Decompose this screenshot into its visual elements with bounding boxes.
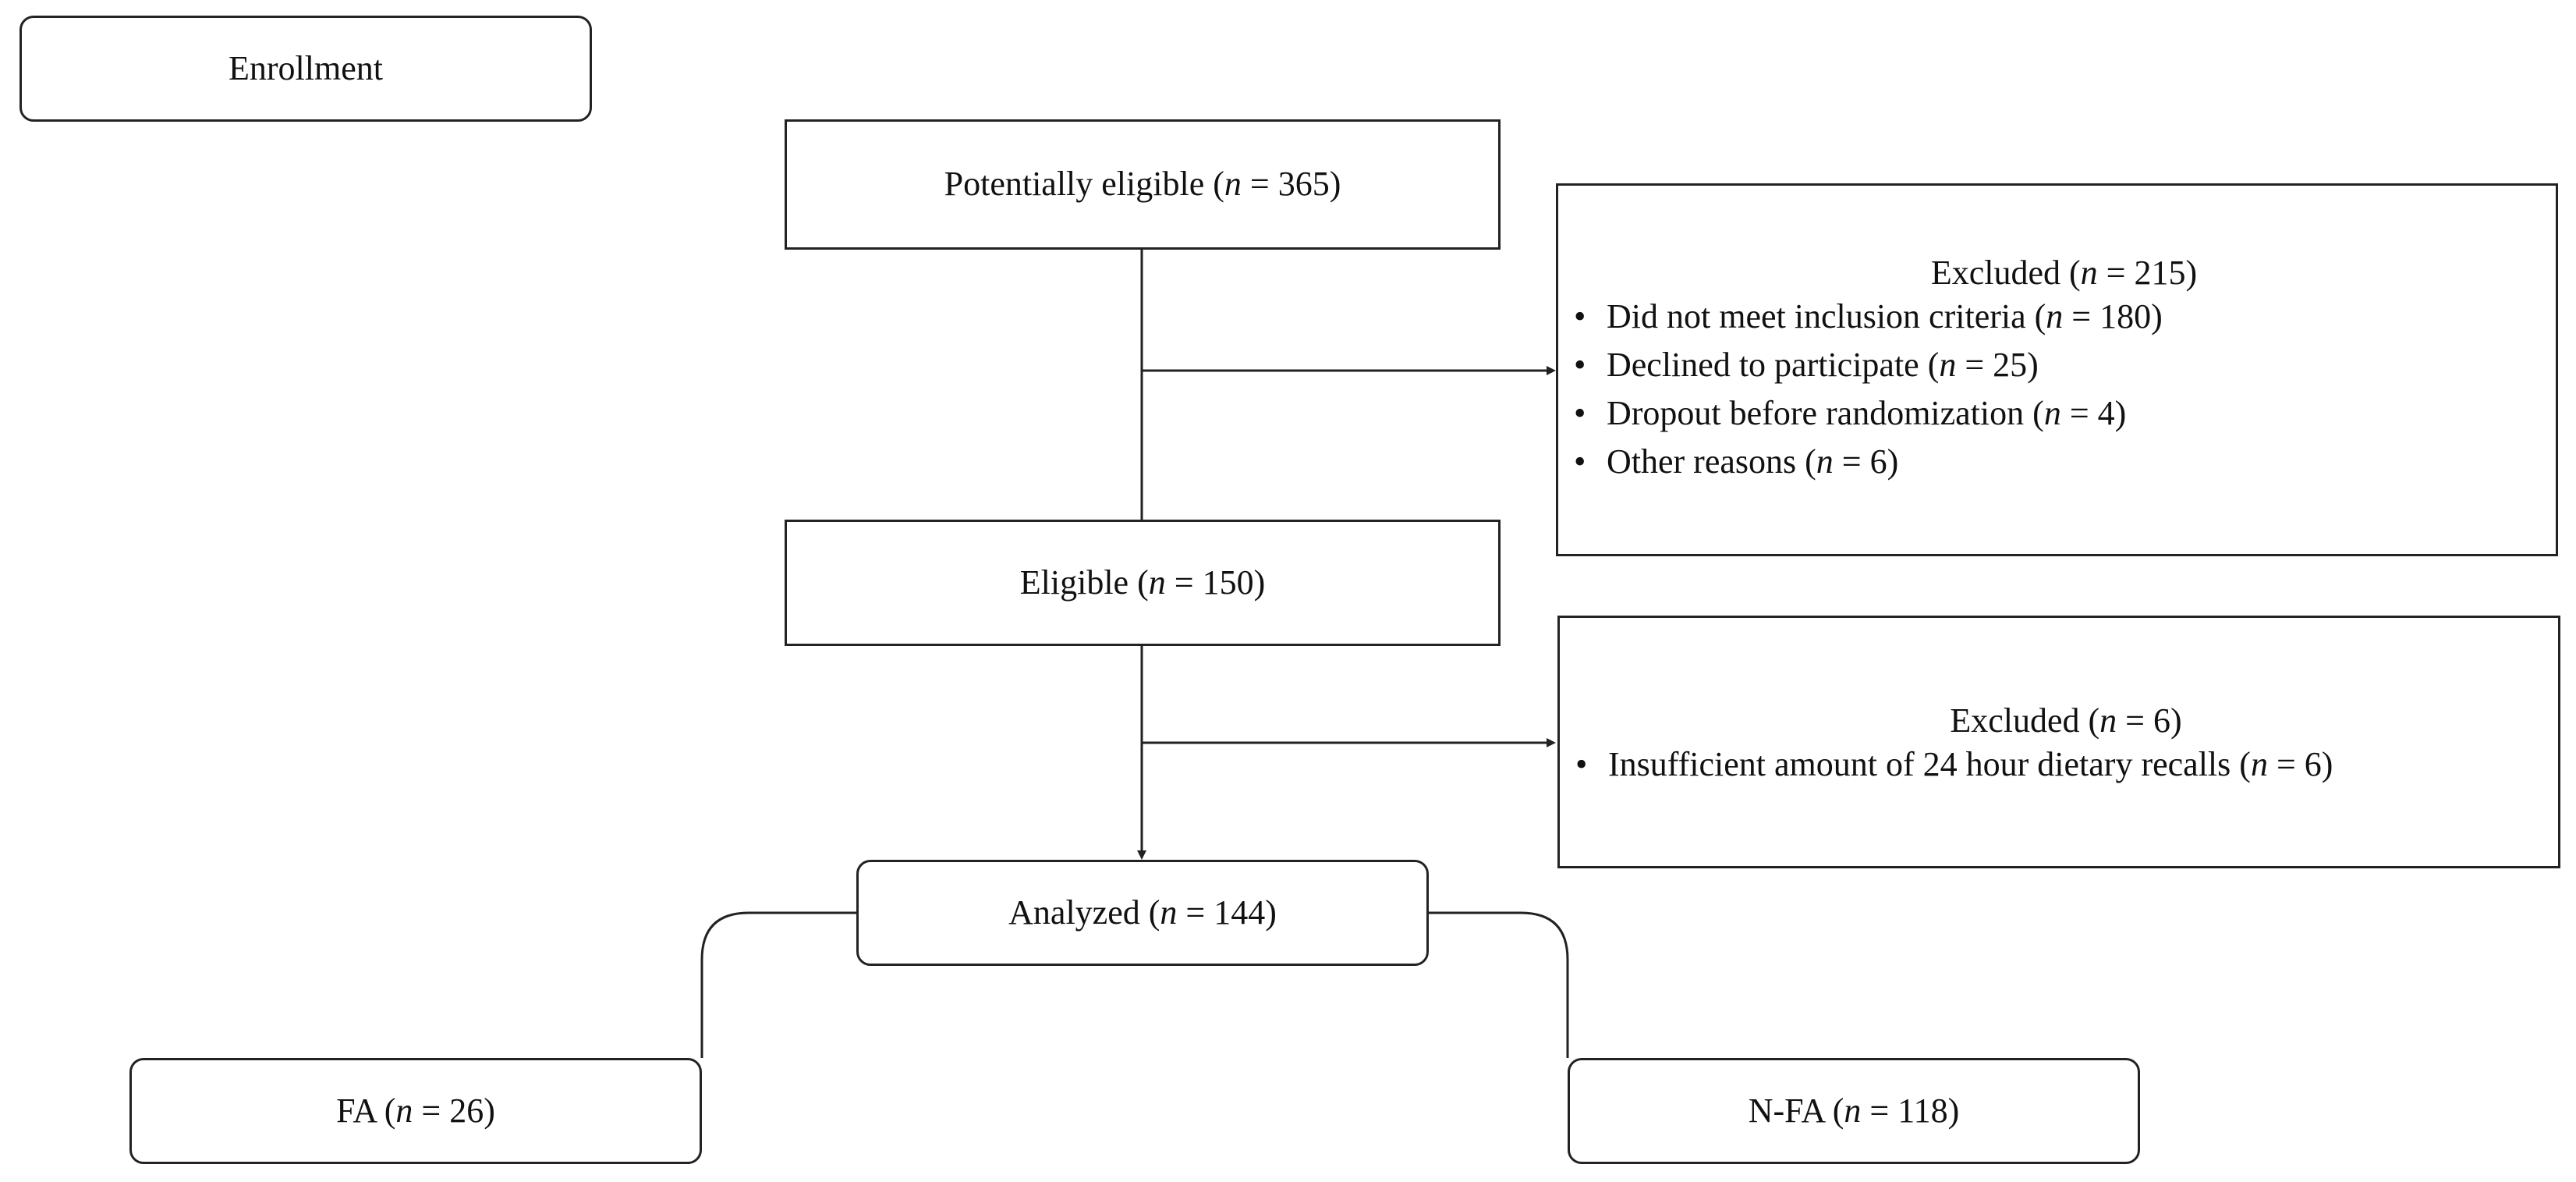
excluded-box-2: Excluded (n = 6) Insufficient amount of … xyxy=(1557,616,2560,868)
connector-analyzed-to-fa xyxy=(700,911,856,1058)
enrollment-label: Enrollment xyxy=(229,48,383,87)
analyzed-box: Analyzed (n = 144) xyxy=(856,860,1429,966)
excluded-2-title: Excluded (n = 6) xyxy=(1950,701,2182,740)
excluded-1-item: Other reasons (n = 6) xyxy=(1572,438,2556,486)
excluded-1-item: Declined to participate (n = 25) xyxy=(1572,341,2556,389)
fa-label: FA (n = 26) xyxy=(336,1091,495,1130)
nfa-label: N-FA (n = 118) xyxy=(1748,1091,1960,1130)
fa-box: FA (n = 26) xyxy=(129,1058,702,1164)
analyzed-label: Analyzed (n = 144) xyxy=(1008,893,1277,932)
arrowhead-excluded-1 xyxy=(1547,366,1556,375)
excluded-1-title: Excluded (n = 215) xyxy=(1930,254,2198,292)
excluded-2-list: Insufficient amount of 24 hour dietary r… xyxy=(1574,740,2558,789)
excluded-1-list: Did not meet inclusion criteria (n = 180… xyxy=(1572,293,2556,486)
enrollment-box: Enrollment xyxy=(19,16,592,122)
arrowhead-excluded-2 xyxy=(1547,738,1556,747)
nfa-box: N-FA (n = 118) xyxy=(1568,1058,2140,1164)
excluded-1-item: Dropout before randomization (n = 4) xyxy=(1572,389,2556,438)
potentially-eligible-label: Potentially eligible (n = 365) xyxy=(944,165,1341,204)
excluded-2-item: Insufficient amount of 24 hour dietary r… xyxy=(1574,740,2558,789)
eligible-label: Eligible (n = 150) xyxy=(1019,563,1266,602)
connector-analyzed-to-nfa xyxy=(1429,911,1569,1058)
arrowhead-analyzed xyxy=(1137,850,1146,860)
excluded-box-1: Excluded (n = 215) Did not meet inclusio… xyxy=(1556,183,2558,556)
potentially-eligible-box: Potentially eligible (n = 365) xyxy=(785,119,1501,250)
excluded-1-item: Did not meet inclusion criteria (n = 180… xyxy=(1572,293,2556,341)
eligible-box: Eligible (n = 150) xyxy=(785,520,1501,646)
